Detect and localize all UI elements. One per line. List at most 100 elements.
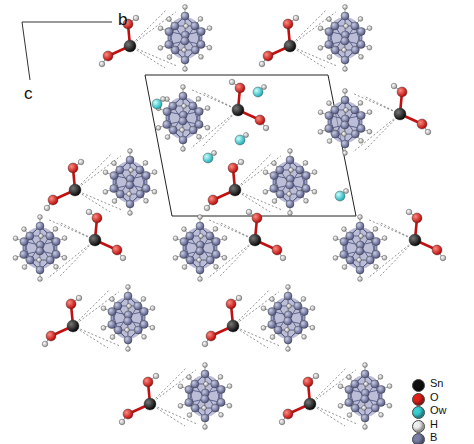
hydrogen-atom [150,325,155,330]
boron-atom [294,302,302,310]
boron-atom [276,166,284,174]
boron-atom [181,12,189,20]
legend-swatch [412,393,425,406]
hydrogen-atom [178,403,183,408]
hydrogen-atom [367,129,372,134]
hydrogen-atom [39,234,44,239]
hydrogen-atom [22,265,27,270]
boron-atom [136,166,144,174]
hydrogen-atom [327,17,332,22]
oxygen-atom [417,119,427,129]
hydrogen-atom [236,295,242,301]
contact-line [150,404,185,426]
boron-atom [180,251,188,259]
boron-atom [331,106,339,114]
boron-atom [217,385,225,393]
hydrogen-atom [344,108,349,113]
boron-atom [185,399,193,407]
hydrogen-atom [387,384,392,389]
contact-line [290,10,326,46]
tin-atom [89,234,101,246]
cage-face [165,97,201,139]
hydrogen-atom [22,227,27,232]
hydrogen-atom [219,412,224,417]
hydrogen-atom [318,26,323,31]
hydrogen-atom [374,264,379,269]
hydrogen-atom [367,45,372,50]
cage-face [342,227,378,269]
hydrogen-atom [263,125,269,131]
contact-line [130,46,165,68]
boron-atom [357,124,365,132]
legend-label: B [430,431,437,443]
boron-atom [331,46,339,54]
legend-label: H [430,418,438,430]
contact-line [73,326,108,348]
hydrogen-atom [246,209,252,215]
hydrogen-atom [304,198,309,203]
hydrogen-atom [53,227,58,232]
oxygen-atom [103,51,113,61]
oxygen-atom [48,195,58,205]
hydrogen-atom [183,67,188,72]
oxygen-atom [143,377,153,387]
cage-face [22,227,58,269]
hydrogen-atom [181,147,186,152]
hydrogen-atom [358,215,363,220]
hydrogen-atom [259,61,265,67]
boron-atom [274,326,282,334]
hydrogen-atom [310,325,315,330]
hydrogen-atom [144,198,149,203]
water-oxygen [152,99,162,109]
hydrogen-atom [127,192,132,197]
hydrogen-atom [99,61,105,67]
boron-atom [346,232,354,240]
hydrogen-atom [198,215,203,220]
cage-face [347,375,383,417]
hydrogen-atom [302,334,307,339]
hydrogen-atom [167,17,172,22]
boron-atom [346,256,354,264]
boron-atom [20,251,28,259]
boron-atom [302,171,310,179]
hydrogen-atom [207,26,212,31]
hydrogen-atom [338,403,343,408]
boron-atom [171,46,179,54]
hydrogen-atom [318,129,323,134]
hydrogen-atom [382,236,387,241]
boron-atom [114,326,122,334]
contact-line [365,114,400,150]
boron-atom [331,22,339,30]
hydrogen-atom [286,347,291,352]
hydrogen-atom [359,54,364,59]
hydrogen-atom [119,419,125,425]
boron-atom [286,181,294,189]
boron-atom [36,222,44,230]
oxygen-atom [228,163,238,173]
hydrogen-atom [382,255,387,260]
hydrogen-atom [440,255,446,261]
hydrogen-atom [103,170,108,175]
hydrogen-atom [327,101,332,106]
contact-line [75,154,111,190]
hydrogen-atom [227,384,232,389]
tin-atom [394,108,406,120]
contact-line [290,46,325,68]
boron-atom [36,247,44,255]
hydrogen-atom [293,15,299,21]
boron-atom [286,156,294,164]
boron-atom [377,398,385,406]
boron-atom [296,166,304,174]
boron-atom [52,237,60,245]
boron-atom [284,336,292,344]
contact-line [192,90,238,110]
hydrogen-atom [357,258,362,263]
boron-atom [124,292,132,300]
hydrogen-atom [289,168,294,173]
hydrogen-atom [153,373,159,379]
hydrogen-atom [173,255,178,260]
boron-atom [134,302,142,310]
hydrogen-atom [342,227,347,232]
hydrogen-atom [213,227,218,232]
boron-atom [371,380,379,388]
